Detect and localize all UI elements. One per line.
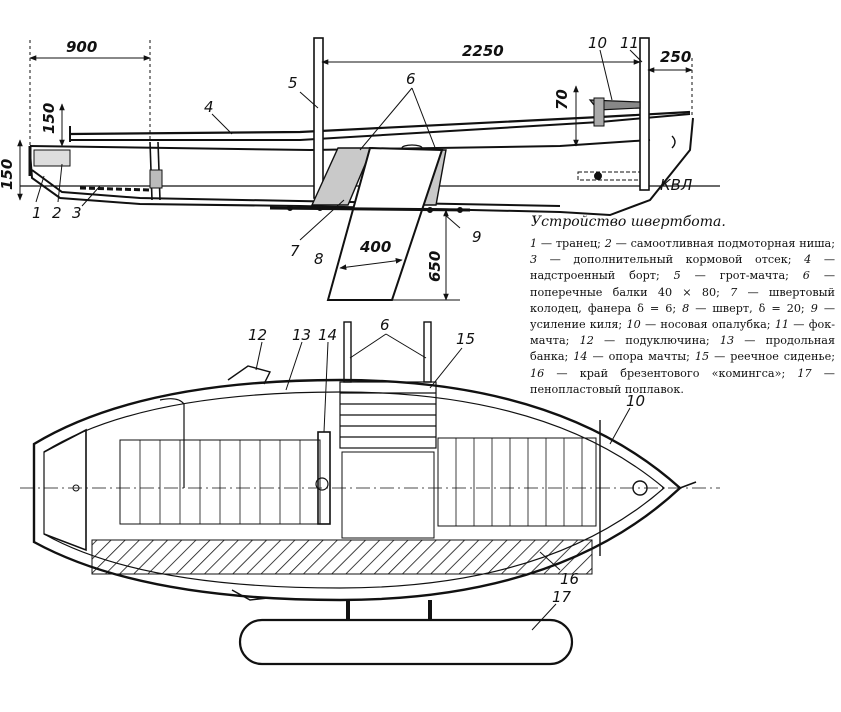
dim-2250: 2250	[462, 42, 504, 60]
slats-right	[455, 438, 583, 526]
main-mast	[313, 37, 324, 199]
callout-8: 8	[314, 250, 324, 268]
callout-10-side: 10	[588, 34, 607, 52]
legend-item: 3 — дополнительный кормовой отсек;	[530, 253, 792, 267]
callout-11: 11	[620, 34, 639, 52]
slats-left	[139, 440, 301, 524]
legend-item: 5 — грот-мачта;	[673, 269, 789, 283]
callout-16: 16	[560, 570, 579, 588]
dim-250: 250	[660, 48, 691, 66]
callout-15: 15	[456, 330, 475, 348]
fore-mast	[639, 37, 650, 191]
callout-4: 4	[204, 98, 214, 116]
legend-item: 8 — шверт, δ = 20;	[682, 301, 805, 315]
foam-float	[238, 618, 574, 666]
legend-item: 7 — швертовый колодец, фанера δ = 6;	[530, 285, 835, 315]
oarlock	[227, 365, 272, 385]
legend-item: 10 — носовая опалубка;	[626, 318, 771, 332]
legend-item: 11 — фок-мачта;	[530, 318, 835, 348]
callout-7: 7	[290, 242, 300, 260]
plan-view	[20, 321, 720, 666]
dim-70: 70	[553, 89, 571, 110]
callout-5: 5	[288, 74, 298, 92]
callout-2: 2	[52, 204, 62, 222]
dim-150-top: 150	[40, 103, 58, 134]
callout-13: 13	[292, 326, 311, 344]
callout-3: 3	[72, 204, 82, 222]
callout-12: 12	[248, 326, 267, 344]
legend-item: 14 — опора мачты;	[573, 350, 690, 364]
caption-title: Устройство швертбота.	[531, 214, 726, 230]
callout-14: 14	[318, 326, 337, 344]
legend-item: 15 — реечное сиденье;	[694, 350, 835, 364]
side-dimensions	[17, 40, 693, 301]
callout-10-plan: 10	[626, 392, 645, 410]
dim-900: 900	[66, 38, 97, 56]
canvas-coaming-edge	[91, 539, 593, 575]
legend-item: 1 — транец;	[530, 237, 601, 250]
callout-6-plan: 6	[380, 316, 390, 334]
legend-item: 12 — подуключина;	[579, 334, 710, 348]
legend-item: 13 — продольная банка;	[530, 334, 835, 364]
legend-item: 2 — самоотливная подмоторная ниша;	[604, 237, 835, 250]
keel-reinforcement	[269, 206, 471, 212]
legend-item: 4 — надстроенный борт;	[530, 253, 836, 283]
callout-1: 1	[32, 204, 42, 222]
callout-9: 9	[472, 228, 482, 246]
slatted-seat	[339, 381, 437, 449]
callout-17: 17	[552, 588, 572, 606]
legend-item: 17 — пенопластовый поплавок.	[530, 366, 835, 396]
callout-6-side: 6	[406, 70, 416, 88]
dim-150-left: 150	[0, 159, 16, 190]
centreboard-trunk	[310, 147, 374, 206]
dim-400: 400	[359, 238, 391, 256]
label-kvl: КВЛ	[660, 176, 692, 194]
caption-legend: 1 — транец; 2 — самоотливная подмоторная…	[530, 236, 835, 398]
legend-item: 6 — поперечные балки 40 × 80;	[530, 269, 836, 299]
legend-item: 16 — край брезентового «комингса»;	[530, 366, 786, 380]
dim-650: 650	[426, 251, 444, 282]
legend-item: 9 — усиление киля;	[530, 301, 836, 332]
